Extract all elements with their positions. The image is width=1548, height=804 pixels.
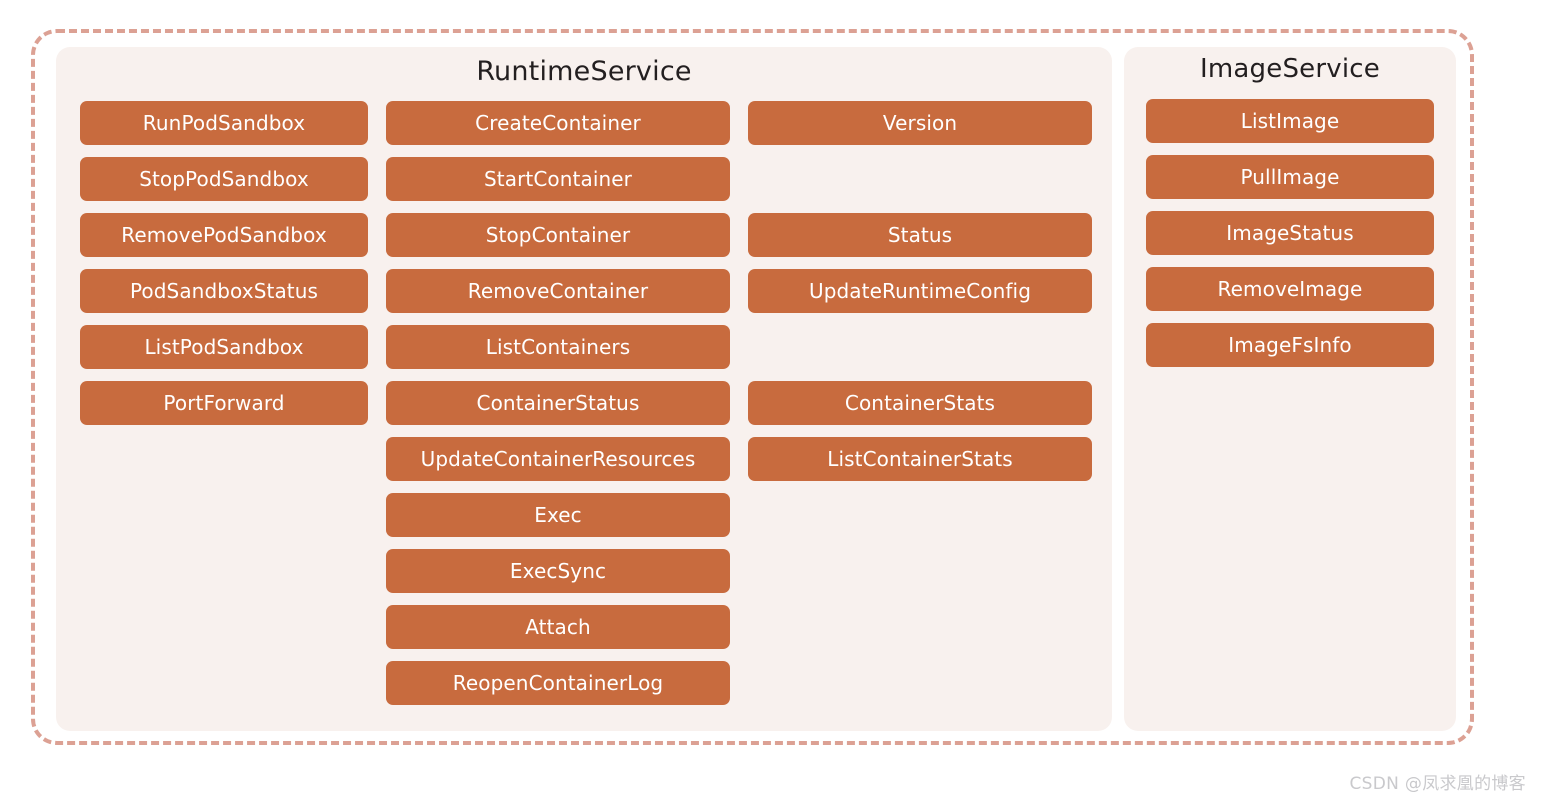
rpc-method-pill[interactable]: StopPodSandbox: [80, 157, 368, 202]
rpc-method-pill[interactable]: PodSandboxStatus: [80, 269, 368, 314]
rpc-method-pill[interactable]: ContainerStatus: [386, 381, 730, 426]
rpc-method-pill[interactable]: RunPodSandbox: [80, 101, 368, 146]
rpc-method-pill[interactable]: ExecSync: [386, 549, 730, 594]
image-service-title: ImageService: [1200, 54, 1380, 84]
rpc-method-pill[interactable]: ImageStatus: [1146, 210, 1434, 255]
rpc-method-pill[interactable]: PullImage: [1146, 154, 1434, 199]
rpc-method-pill[interactable]: RemovePodSandbox: [80, 213, 368, 258]
rpc-method-pill[interactable]: Status: [748, 213, 1092, 258]
rpc-method-pill[interactable]: Attach: [386, 605, 730, 650]
grid-spacer: [748, 157, 1092, 201]
rpc-method-pill[interactable]: ReopenContainerLog: [386, 661, 730, 706]
grid-spacer: [80, 493, 368, 537]
rpc-method-pill[interactable]: UpdateContainerResources: [386, 437, 730, 482]
csdn-watermark: CSDN @凤求凰的博客: [1349, 774, 1526, 794]
runtime-service-title: RuntimeService: [476, 56, 692, 87]
rpc-method-pill[interactable]: RemoveImage: [1146, 266, 1434, 311]
rpc-method-pill[interactable]: StartContainer: [386, 157, 730, 202]
grid-spacer: [748, 661, 1092, 705]
grid-spacer: [748, 605, 1092, 649]
rpc-method-pill[interactable]: RemoveContainer: [386, 269, 730, 314]
grid-spacer: [80, 437, 368, 481]
grid-spacer: [80, 661, 368, 705]
rpc-method-pill[interactable]: ListContainers: [386, 325, 730, 370]
runtime-service-panel: RuntimeService RunPodSandbox CreateContai…: [56, 47, 1112, 731]
services-panels-container: RuntimeService RunPodSandbox CreateContai…: [56, 47, 1456, 731]
rpc-method-pill[interactable]: StopContainer: [386, 213, 730, 258]
grid-spacer: [80, 549, 368, 593]
grid-spacer: [748, 325, 1092, 369]
rpc-method-pill[interactable]: ListContainerStats: [748, 437, 1092, 482]
rpc-method-pill[interactable]: UpdateRuntimeConfig: [748, 269, 1092, 314]
rpc-method-pill[interactable]: ListPodSandbox: [80, 325, 368, 370]
rpc-method-pill[interactable]: CreateContainer: [386, 101, 730, 146]
grid-spacer: [80, 605, 368, 649]
rpc-method-pill[interactable]: ImageFsInfo: [1146, 322, 1434, 367]
outer-dashed-frame: [31, 29, 1474, 745]
rpc-method-pill[interactable]: ContainerStats: [748, 381, 1092, 426]
rpc-method-pill[interactable]: PortForward: [80, 381, 368, 426]
rpc-method-pill[interactable]: ListImage: [1146, 98, 1434, 143]
rpc-method-pill[interactable]: Exec: [386, 493, 730, 538]
rpc-method-pill[interactable]: Version: [748, 101, 1092, 146]
grid-spacer: [748, 493, 1092, 537]
grid-spacer: [748, 549, 1092, 593]
